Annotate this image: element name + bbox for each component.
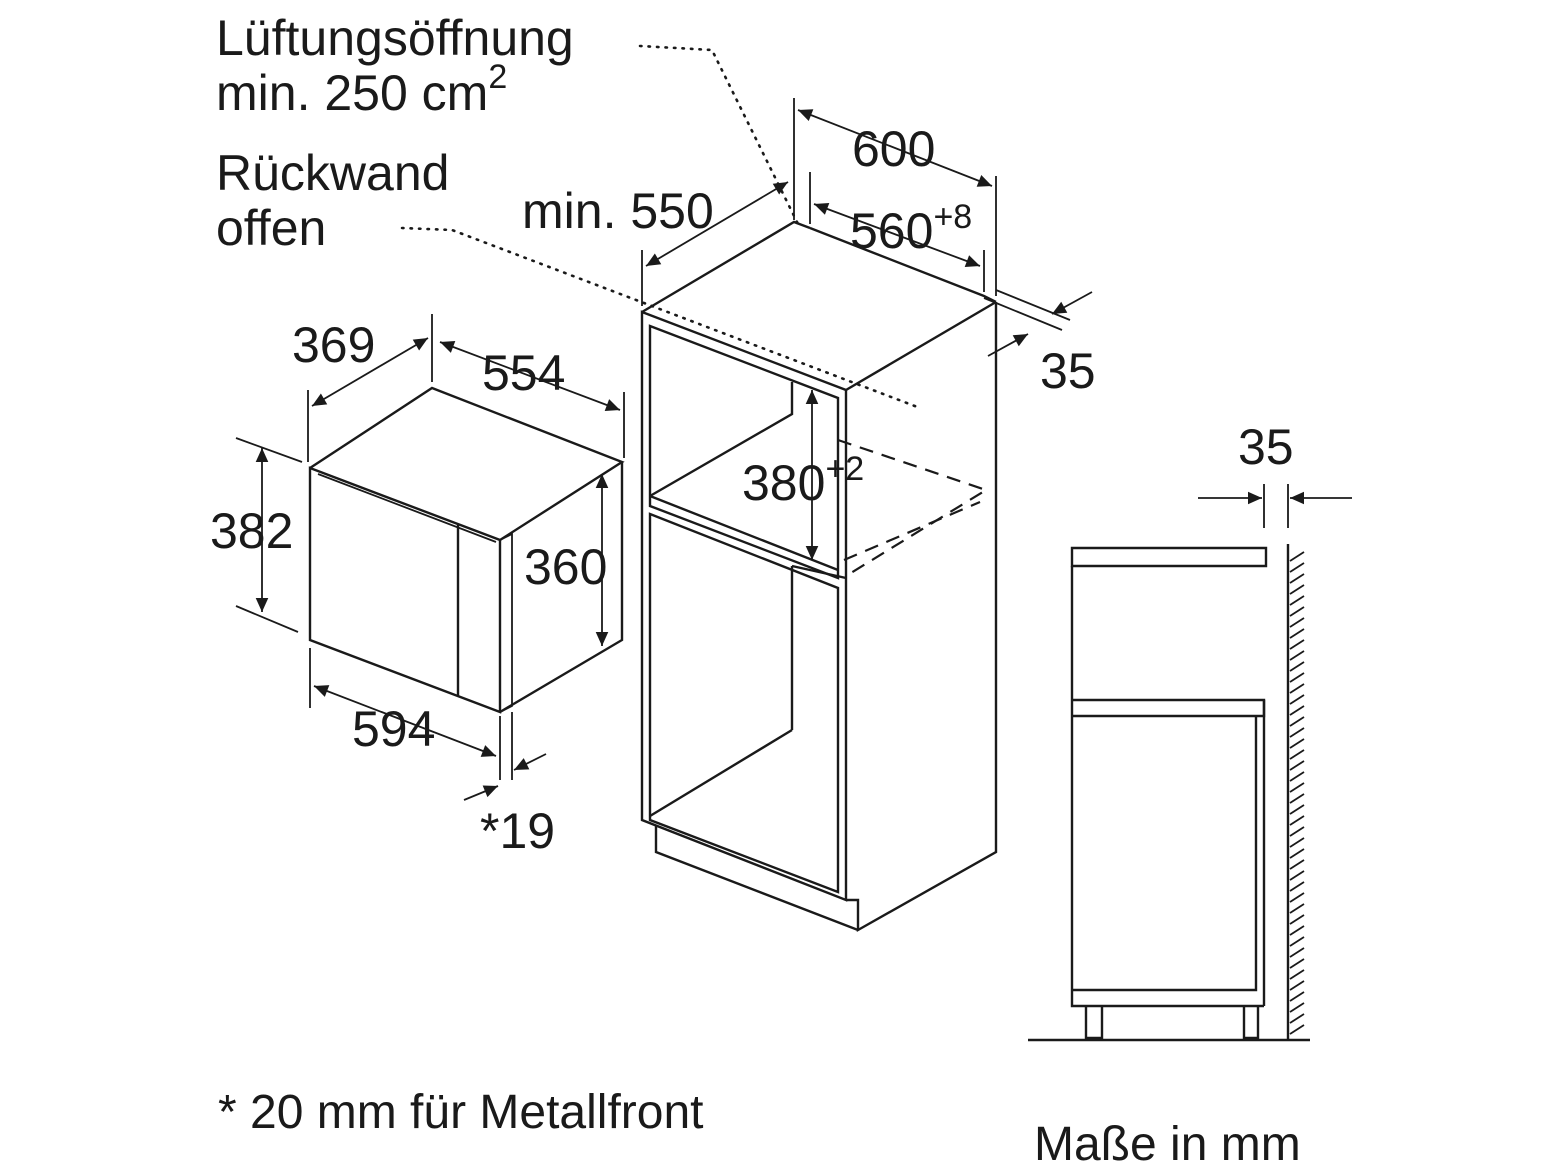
ventilation-label-line2: min. 250 cm2 bbox=[216, 58, 507, 121]
ventilation-label-line1: Lüftungsöffnung bbox=[216, 10, 574, 66]
dim-back-gap: 35 bbox=[1040, 343, 1096, 399]
wall-hatch-line bbox=[1289, 650, 1305, 661]
dim-appliance-height: 382 bbox=[210, 503, 293, 559]
footnote: * 20 mm für Metallfront bbox=[218, 1086, 703, 1139]
wall-hatch-line bbox=[1289, 551, 1305, 562]
wall-hatch-line bbox=[1289, 947, 1305, 958]
wall-hatch-line bbox=[1289, 584, 1305, 595]
dim-cabinet-min-depth: min. 550 bbox=[522, 183, 714, 239]
wall-hatch-line bbox=[1289, 815, 1305, 826]
dim-niche-width: 560+8 bbox=[850, 198, 972, 259]
wall-hatch-line bbox=[1289, 826, 1305, 837]
wall-hatch-line bbox=[1289, 804, 1305, 815]
dim-appliance-inner-width: 554 bbox=[482, 345, 565, 401]
wall-hatch-line bbox=[1289, 606, 1305, 617]
wall-hatch-line bbox=[1289, 848, 1305, 859]
dim-niche-height: 380+2 bbox=[742, 450, 864, 511]
wall-hatch-line bbox=[1289, 837, 1305, 848]
wall-hatch-line bbox=[1289, 760, 1305, 771]
wall-hatch-line bbox=[1289, 716, 1305, 727]
side-view-drawing bbox=[1028, 484, 1352, 1042]
dim-cabinet-width: 600 bbox=[852, 121, 935, 177]
wall-hatch-line bbox=[1289, 793, 1305, 804]
wall-hatch-line bbox=[1289, 914, 1305, 925]
wall-hatch-line bbox=[1289, 892, 1305, 903]
wall-hatch-line bbox=[1289, 694, 1305, 705]
dim-appliance-depth: 369 bbox=[292, 317, 375, 373]
wall-hatch-line bbox=[1289, 881, 1305, 892]
appliance-drawing bbox=[308, 386, 625, 714]
units-note: Maße in mm bbox=[1034, 1118, 1301, 1171]
wall-hatch-line bbox=[1289, 782, 1305, 793]
wall-hatch-line bbox=[1289, 1024, 1305, 1035]
wall-hatch-line bbox=[1289, 628, 1305, 639]
wall-hatch-line bbox=[1289, 595, 1305, 606]
wall-hatch-line bbox=[1289, 672, 1305, 683]
leader-lines bbox=[400, 44, 922, 410]
backwall-label-line2: offen bbox=[216, 200, 326, 256]
dim-side-gap: 35 bbox=[1238, 419, 1294, 475]
wall-hatch-line bbox=[1289, 1013, 1305, 1024]
dim-appliance-width: 594 bbox=[352, 701, 435, 757]
wall-hatch-line bbox=[1289, 771, 1305, 782]
dim-front-thickness: *19 bbox=[480, 803, 555, 859]
wall-hatch-line bbox=[1289, 661, 1305, 672]
wall-hatch-line bbox=[1289, 617, 1305, 628]
wall-hatch-line bbox=[1289, 727, 1305, 738]
backwall-label-line1: Rückwand bbox=[216, 145, 449, 201]
wall-hatch-line bbox=[1289, 749, 1305, 760]
ventilation-superscript: 2 bbox=[488, 58, 507, 96]
wall-hatch-line bbox=[1289, 705, 1305, 716]
dim-niche-height-tolerance: +2 bbox=[825, 450, 864, 488]
wall-hatch-line bbox=[1289, 683, 1305, 694]
dim-niche-width-tolerance: +8 bbox=[933, 198, 972, 236]
wall-hatch-line bbox=[1289, 639, 1305, 650]
wall-hatch-line bbox=[1289, 936, 1305, 947]
wall-hatch-line bbox=[1289, 991, 1305, 1002]
wall-hatch-line bbox=[1289, 980, 1305, 991]
wall-hatch-line bbox=[1289, 1002, 1305, 1013]
wall-hatch-line bbox=[1289, 859, 1305, 870]
wall-hatch-line bbox=[1289, 562, 1305, 573]
wall-hatch-line bbox=[1289, 925, 1305, 936]
wall-hatch-line bbox=[1289, 903, 1305, 914]
wall-hatch-line bbox=[1289, 738, 1305, 749]
dim-appliance-body-height: 360 bbox=[524, 539, 607, 595]
text-labels: Lüftungsöffnung min. 250 cm2 Rückwand of… bbox=[210, 10, 1301, 1171]
cabinet-drawing bbox=[640, 220, 998, 933]
cabinet-dimensions bbox=[641, 98, 1093, 560]
appliance-dimensions bbox=[235, 314, 625, 801]
wall-hatch-line bbox=[1289, 969, 1305, 980]
wall-hatch-line bbox=[1289, 958, 1305, 969]
wall-hatch-line bbox=[1289, 870, 1305, 881]
wall-hatch-line bbox=[1289, 573, 1305, 584]
